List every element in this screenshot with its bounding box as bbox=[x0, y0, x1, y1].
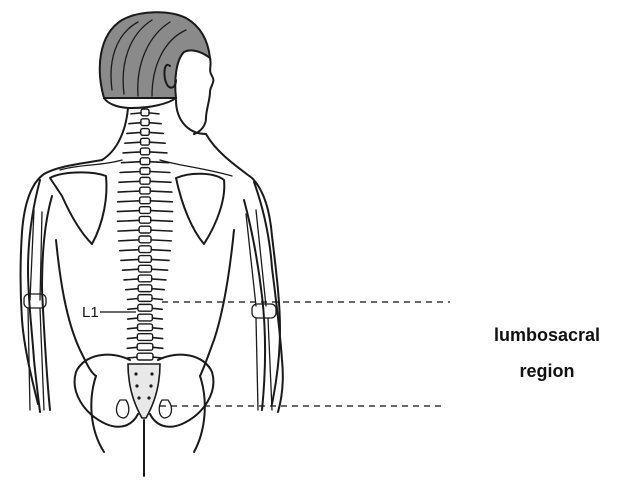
region-label-line2: region bbox=[519, 361, 574, 381]
vertebra bbox=[117, 207, 172, 214]
vertebra bbox=[120, 168, 170, 175]
vertebra bbox=[127, 353, 163, 360]
vertebra bbox=[128, 295, 163, 302]
left-scapula bbox=[50, 172, 106, 244]
vertebra bbox=[129, 119, 161, 126]
vertebra bbox=[128, 304, 162, 311]
vertebra bbox=[125, 138, 165, 145]
right-scapula bbox=[176, 174, 224, 244]
region-label-line1: lumbosacral bbox=[494, 325, 600, 345]
vertebra bbox=[123, 148, 167, 155]
vertebra bbox=[127, 324, 162, 331]
sacrum bbox=[128, 364, 160, 418]
vertebra bbox=[118, 216, 173, 223]
vertebra bbox=[128, 314, 163, 321]
obturator-left bbox=[117, 400, 129, 418]
vertebra bbox=[127, 334, 162, 341]
vertebra bbox=[120, 246, 171, 253]
vertebra bbox=[118, 187, 172, 194]
vertebra bbox=[126, 285, 165, 292]
vertebra bbox=[121, 256, 169, 263]
vertebra bbox=[122, 265, 167, 272]
hair bbox=[100, 12, 210, 98]
left-arm-inner bbox=[42, 196, 52, 410]
face-profile bbox=[194, 58, 213, 134]
torso-right-outline bbox=[206, 134, 280, 404]
vertebral-column bbox=[117, 109, 172, 360]
vertebra bbox=[127, 343, 163, 350]
vertebra bbox=[127, 129, 163, 136]
obturator-right bbox=[159, 400, 171, 418]
back-right-contour bbox=[200, 230, 234, 376]
vertebra bbox=[118, 226, 172, 233]
vertebra bbox=[119, 236, 172, 243]
head-outline bbox=[104, 98, 176, 108]
vertebra-label-l1: L1 bbox=[82, 304, 99, 321]
vertebra bbox=[119, 177, 171, 184]
vertebra bbox=[131, 109, 159, 116]
vertebra bbox=[124, 275, 166, 282]
vertebra bbox=[121, 158, 168, 165]
vertebra bbox=[118, 197, 173, 204]
